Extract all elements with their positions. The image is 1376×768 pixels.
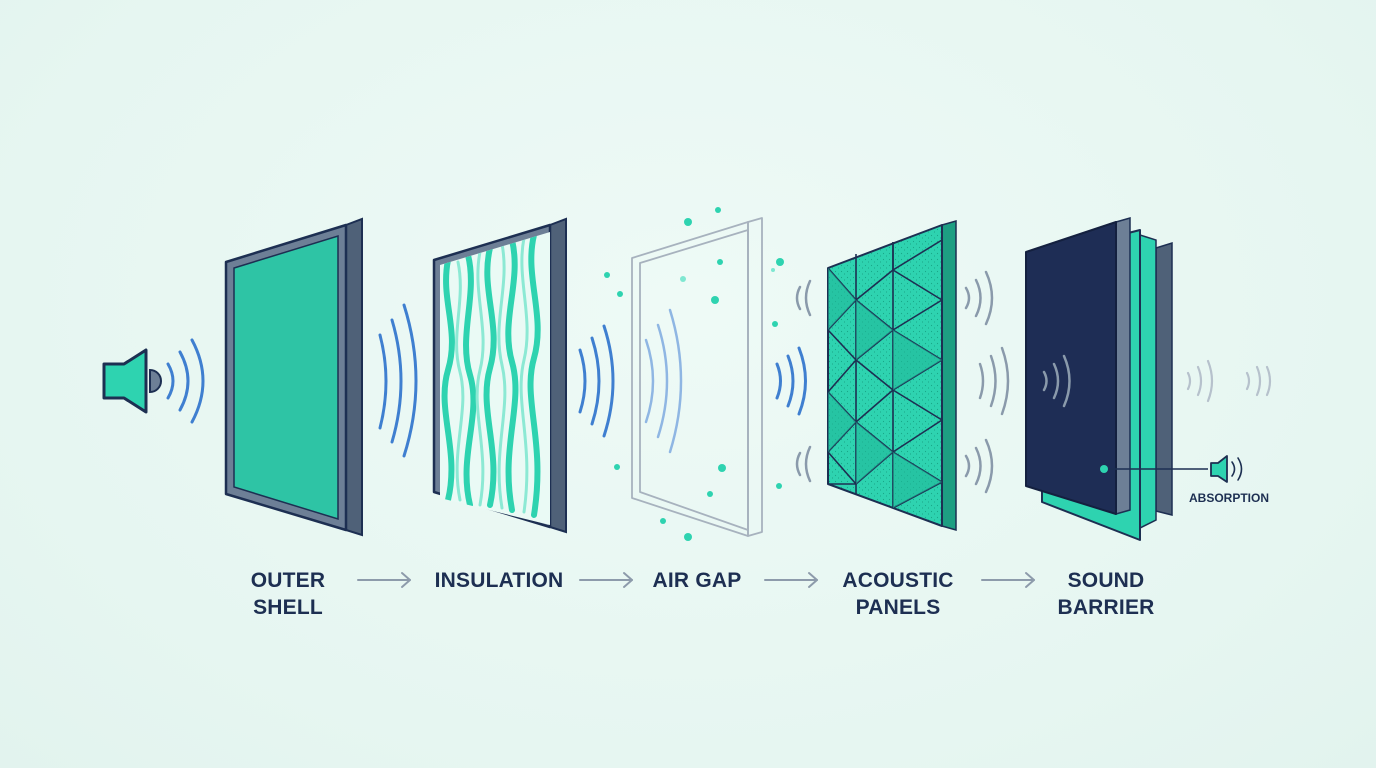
arrow-right-icon [579, 572, 633, 588]
sound-waves-source [166, 338, 205, 424]
label-insulation: INSULATION [435, 569, 564, 592]
arrow-right-icon [764, 572, 818, 588]
label-outer-shell-line2: SHELL [253, 596, 323, 619]
speaker-icon [102, 348, 162, 414]
arrow-right-icon [981, 572, 1035, 588]
flow-arrows [357, 572, 1035, 588]
label-air-gap: AIR GAP [653, 569, 742, 592]
sound-waves-acoustic-left [795, 279, 812, 483]
small-speaker-icon [1210, 455, 1243, 483]
outer-shell-layer [224, 217, 363, 537]
label-outer-shell-line1: OUTER [251, 569, 326, 592]
sound-waves-air-gap [644, 308, 683, 454]
label-sound-barrier-line2: BARRIER [1057, 596, 1154, 619]
sound-waves-acoustic-right [964, 270, 1010, 494]
absorption-callout [1100, 465, 1208, 473]
acoustic-panels-layer [827, 220, 957, 531]
air-particles [604, 207, 784, 541]
sound-waves-after-air-gap [775, 346, 807, 416]
sound-waves-after-insulation [578, 324, 615, 438]
absorption-label: ABSORPTION [1189, 491, 1269, 505]
sound-waves-residual [1186, 359, 1272, 403]
insulation-layer [432, 217, 567, 534]
arrow-right-icon [357, 572, 411, 588]
layer-labels: OUTER SHELL INSULATION AIR GAP ACOUSTIC … [251, 569, 1155, 619]
sound-waves-after-shell [378, 303, 418, 458]
label-sound-barrier-line1: SOUND [1068, 569, 1145, 592]
label-acoustic-panels-line1: ACOUSTIC [842, 569, 953, 592]
label-acoustic-panels-line2: PANELS [856, 596, 941, 619]
sound-barrier-layer [1025, 217, 1173, 541]
air-gap-layer [631, 217, 763, 537]
sound-waves-barrier [1042, 354, 1071, 408]
